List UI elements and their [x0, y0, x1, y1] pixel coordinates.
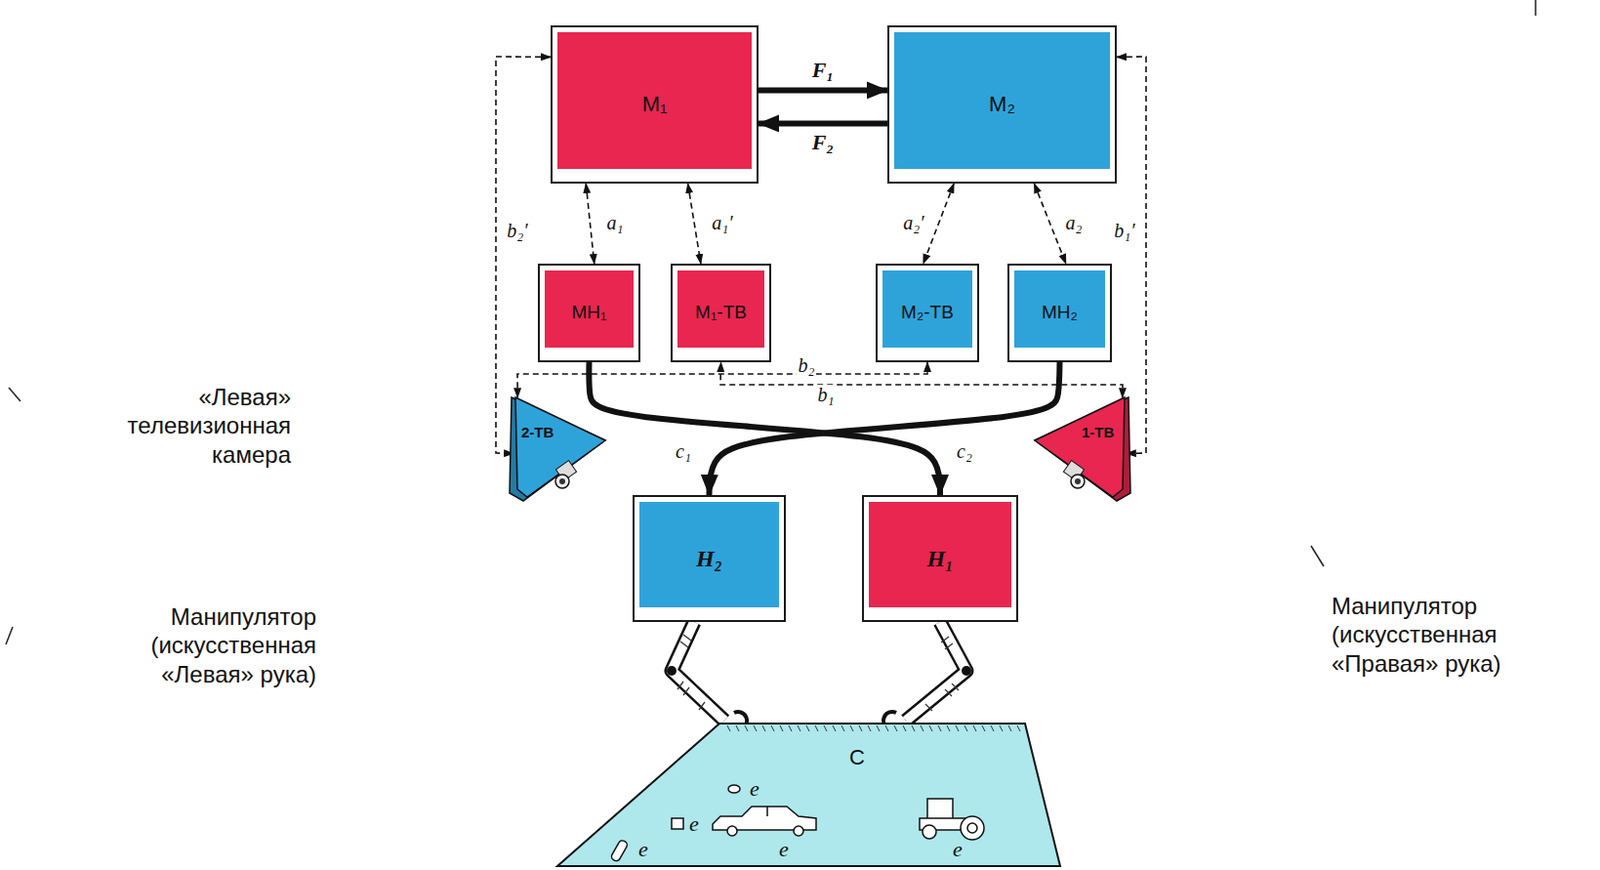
link-arrow	[923, 183, 954, 264]
submodel-box: M₁-ТВ	[670, 263, 772, 363]
object-label: e	[689, 812, 699, 836]
link-arrow	[1116, 56, 1147, 453]
flow-arrow	[758, 120, 888, 126]
node-label: M₂-ТВ	[901, 302, 954, 324]
node-label: H₁	[926, 545, 953, 572]
tv-camera: 2-ТВ	[507, 395, 608, 503]
edge-label: a₂	[1064, 212, 1085, 234]
leader-line	[1311, 545, 1324, 567]
node-label: H₂	[696, 545, 723, 572]
memory-block: M₂	[887, 25, 1117, 184]
node-label: M₁-ТВ	[695, 302, 747, 324]
edge-label: a₁	[605, 212, 626, 234]
leader-line	[1534, 0, 1537, 16]
camera-body	[507, 395, 608, 503]
leader-lines	[5, 0, 1536, 645]
node-label: 1-ТВ	[1081, 424, 1114, 442]
manipulator-drive: H₂	[632, 494, 786, 622]
edge-label: a₂′	[901, 212, 926, 234]
link-arrow	[517, 362, 928, 398]
leader-line	[8, 387, 21, 402]
table-surface	[556, 722, 1062, 867]
link-arrow	[688, 183, 701, 264]
submodel-box: MH₁	[537, 263, 641, 363]
left-manipulator-arm	[666, 621, 747, 730]
callout-label: Манипулятор (искусственная «Левая» рука)	[91, 602, 317, 689]
flow-arrow	[758, 86, 888, 93]
object-label: e	[779, 837, 789, 862]
edge-label: b₁	[816, 384, 837, 406]
edge-label: b₂′	[504, 220, 530, 242]
edge-label: c₁	[673, 441, 694, 462]
tv-camera: 1-ТВ	[1032, 395, 1133, 503]
edge-label: b₁′	[1111, 220, 1137, 242]
edge-label: b₂	[796, 355, 818, 376]
edge-label: F₂	[810, 130, 836, 154]
node-label: MH₁	[572, 302, 608, 324]
right-manipulator-arm	[883, 621, 972, 730]
link-arrow	[495, 56, 551, 453]
leader-line	[5, 626, 13, 645]
link-arrow	[585, 183, 595, 264]
camera-body	[1032, 395, 1133, 503]
edge-label: a₁′	[709, 212, 735, 234]
edge-label: c₂	[954, 441, 975, 462]
node-label: M₁	[642, 92, 668, 117]
work-table: Ce e e e e	[556, 722, 1062, 867]
object-label: e	[952, 837, 963, 862]
callout-label: Манипулятор (искусственная «Правая» рука…	[1331, 591, 1571, 678]
table-label: C	[849, 745, 865, 770]
node-label: MH₂	[1041, 302, 1078, 324]
callout-label: «Левая» телевизионная камера	[105, 382, 291, 469]
memory-block: M₁	[550, 25, 759, 184]
object-label: e	[638, 837, 649, 862]
node-label: M₂	[988, 92, 1016, 117]
link-arrow	[1033, 183, 1067, 264]
flow-arrow	[588, 362, 941, 495]
object-label: e	[749, 777, 760, 801]
node-label: 2-ТВ	[521, 424, 554, 442]
manipulator-drive: H₁	[861, 494, 1019, 622]
submodel-box: MH₂	[1007, 263, 1112, 363]
submodel-box: M₂-ТВ	[875, 263, 980, 363]
edge-label: F₁	[810, 58, 836, 82]
